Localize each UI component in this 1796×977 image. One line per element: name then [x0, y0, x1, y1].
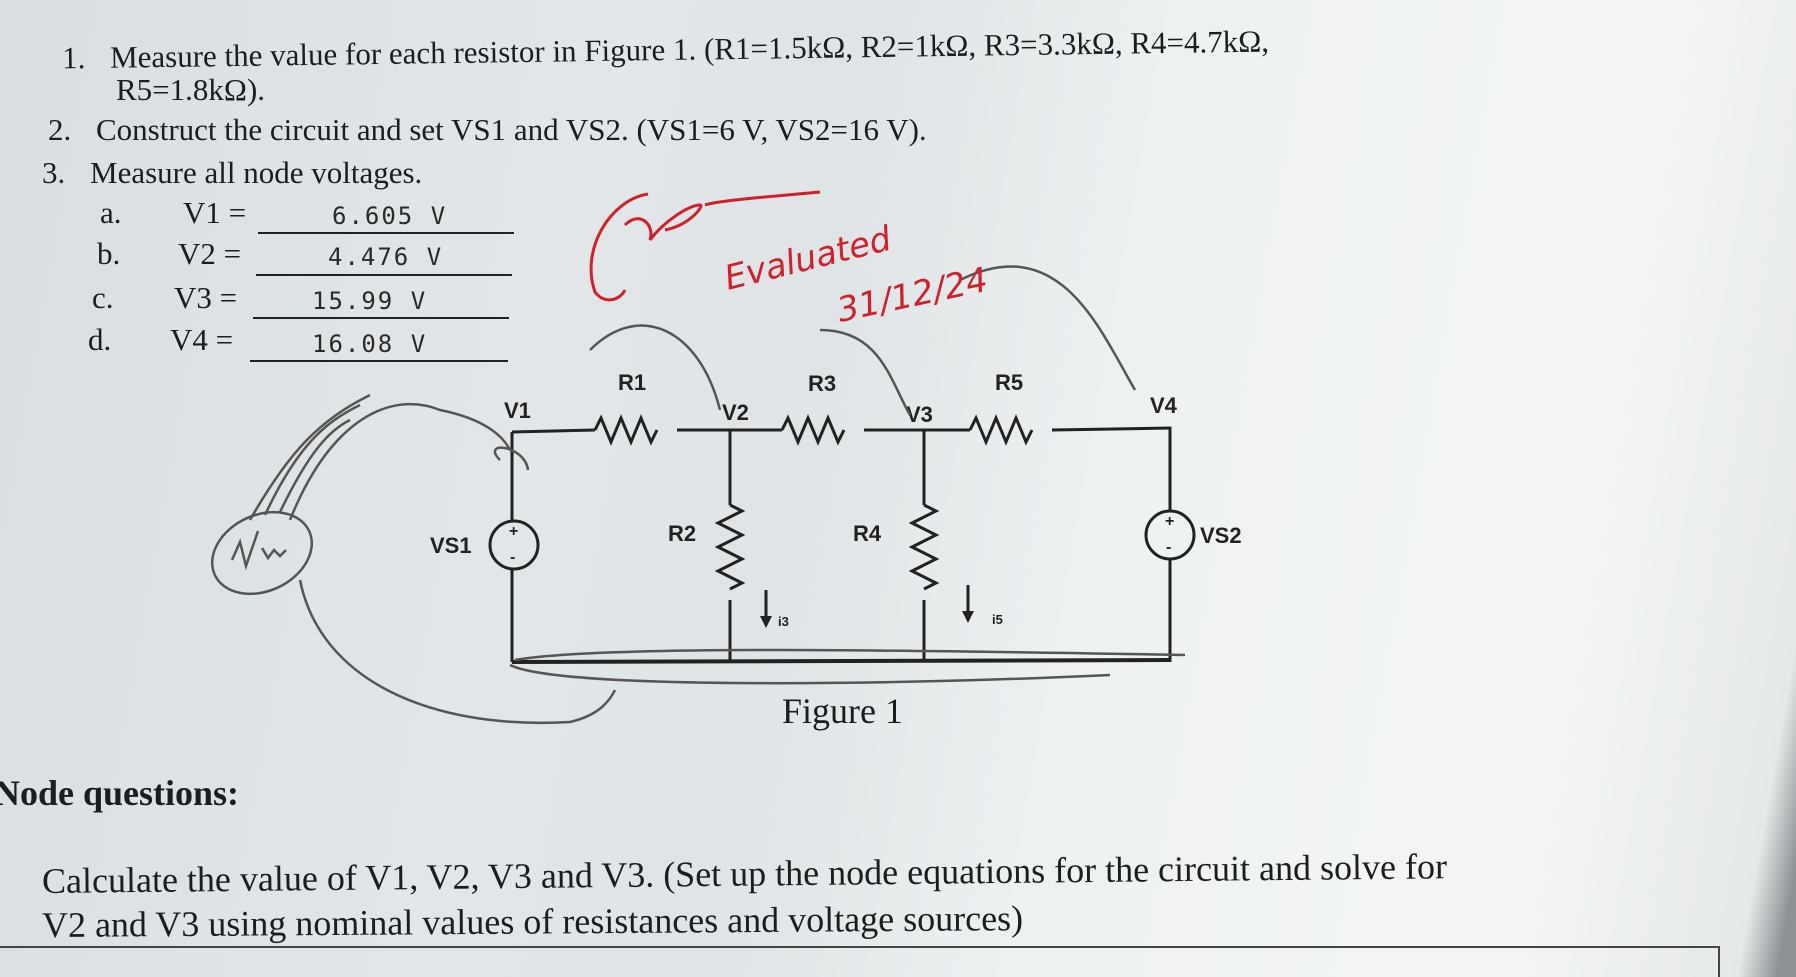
- item-label: V4 =: [170, 322, 234, 357]
- instruction-text: Construct the circuit and set VS1 and VS…: [96, 112, 927, 147]
- figure-caption: Figure 1: [782, 691, 903, 731]
- wire-top-left: [511, 428, 596, 434]
- ground-rail: [511, 658, 1171, 664]
- item-letter: d.: [88, 322, 112, 357]
- label-vs2: VS2: [1200, 523, 1242, 548]
- svg-text:+: +: [509, 523, 518, 540]
- answer-line: [256, 274, 512, 276]
- item-letter: c.: [92, 280, 114, 315]
- answer-line: [250, 360, 508, 362]
- signature-mark: [589, 190, 821, 302]
- svg-text:+: +: [1165, 513, 1174, 530]
- item-label: V2 =: [178, 236, 242, 271]
- instruction-number: 3.: [42, 155, 66, 190]
- item-label: V3 =: [174, 280, 238, 315]
- instruction-text-cont: R5=1.8kΩ).: [116, 72, 266, 107]
- pencil-probe-sketch: [210, 265, 1186, 725]
- answer-value: 6.605 V: [332, 202, 448, 230]
- answer-box-top: [0, 946, 1720, 948]
- label-v2: V2: [722, 400, 749, 425]
- label-r2: R2: [668, 521, 696, 546]
- item-label: V1 =: [183, 195, 247, 230]
- label-r4: R4: [853, 521, 882, 546]
- answer-line: [258, 232, 514, 234]
- instruction-3: 3. Measure all node voltages.: [42, 155, 422, 191]
- vs2-symbol: [1144, 509, 1196, 561]
- label-vs1: VS1: [430, 533, 472, 558]
- wire-v4: [1051, 426, 1172, 510]
- label-i5: i5: [992, 612, 1003, 627]
- answer-line: [253, 317, 509, 319]
- label-r3: R3: [808, 371, 836, 396]
- label-r5: R5: [995, 370, 1023, 395]
- instruction-number: 2.: [48, 112, 72, 147]
- label-v1: V1: [504, 398, 531, 423]
- answer-value: 4.476 V: [328, 243, 444, 271]
- node-questions-heading: Node questions:: [0, 773, 240, 813]
- vs1-symbol: [488, 519, 540, 571]
- answer-value: 15.99 V: [312, 287, 428, 315]
- svg-text:-: -: [1166, 539, 1171, 556]
- resistor-r1-symbol: [593, 414, 659, 446]
- node-question-text-cont: V2 and V3 using nominal values of resist…: [41, 898, 1024, 945]
- answer-value: 16.08 V: [312, 330, 428, 358]
- label-v4: V4: [1150, 393, 1178, 418]
- label-r1: R1: [618, 370, 646, 395]
- resistor-r5-symbol: [968, 414, 1034, 446]
- svg-text:-: -: [510, 549, 515, 566]
- resistor-r3-symbol: [780, 414, 846, 446]
- resistor-r4-symbol: [908, 503, 940, 591]
- answer-box-side: [1718, 946, 1720, 977]
- instruction-text: Measure all node voltages.: [90, 155, 423, 190]
- instruction-2: 2. Construct the circuit and set VS1 and …: [48, 112, 927, 148]
- resistor-r2-symbol: [714, 503, 746, 591]
- label-i3: i3: [778, 614, 789, 629]
- item-letter: b.: [97, 236, 121, 271]
- signature-date: 31/12/24: [834, 260, 992, 331]
- item-letter: a.: [100, 195, 122, 230]
